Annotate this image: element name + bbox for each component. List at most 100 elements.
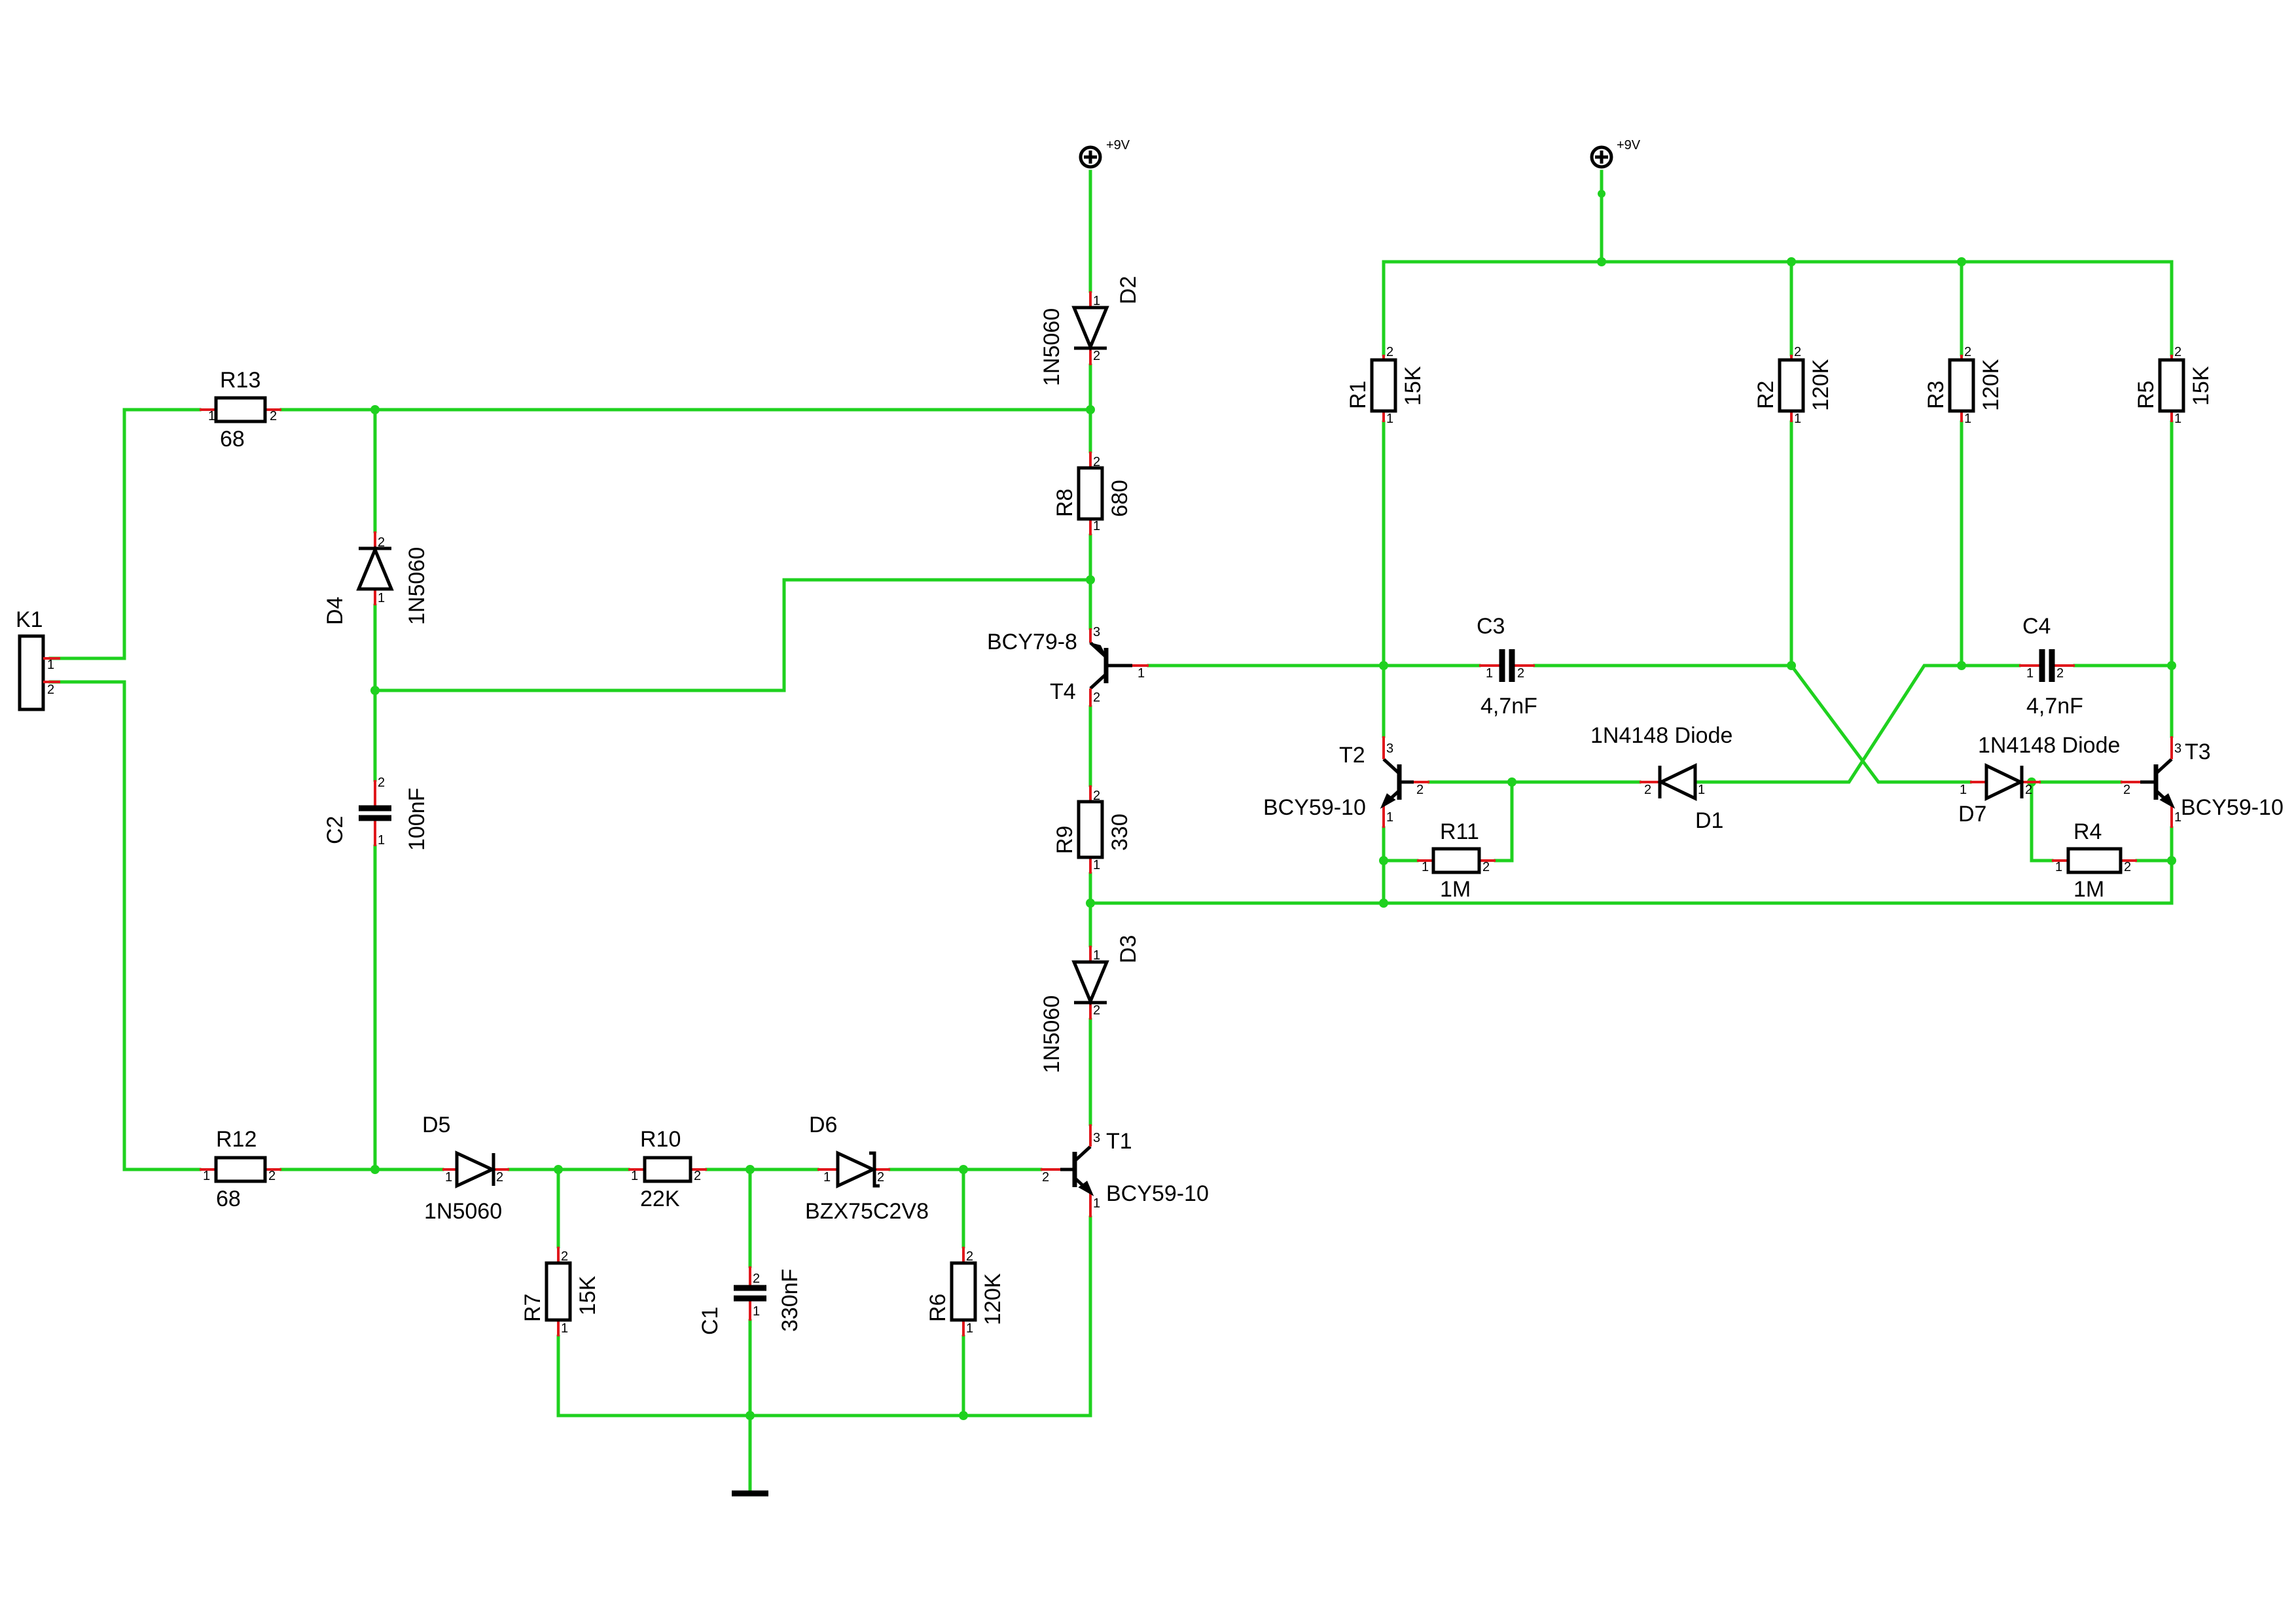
pin-number: 1 xyxy=(1486,666,1493,681)
part-name: D1 xyxy=(1695,808,1723,833)
transistor-t4: BCY79-8 T4 3 2 1 xyxy=(987,625,1149,707)
junction xyxy=(959,1411,968,1420)
pin-number: 2 xyxy=(561,1249,568,1264)
pin-number: 2 xyxy=(2124,860,2131,874)
part-value: 120K xyxy=(1808,359,1833,411)
part-value: 330nF xyxy=(778,1269,802,1332)
junction xyxy=(1957,661,1966,670)
junction xyxy=(1086,405,1095,414)
part-name: C1 xyxy=(698,1307,723,1335)
resistor-r3: R3 120K 2 1 xyxy=(1924,345,2003,426)
pin-number: 1 xyxy=(1093,519,1100,533)
part-name: R6 xyxy=(925,1294,950,1322)
part-value: BZX75C2V8 xyxy=(805,1199,929,1224)
junction xyxy=(959,1165,968,1174)
part-value: 15K xyxy=(575,1275,600,1315)
pin-number: 3 xyxy=(2174,741,2181,756)
part-value: 1N4148 Diode xyxy=(1590,723,1732,748)
pin-number: 2 xyxy=(753,1272,760,1286)
connector-k1: K1 1 2 xyxy=(16,607,60,711)
junction xyxy=(2167,661,2176,670)
pin-number: 1 xyxy=(445,1170,452,1185)
pin-number: 1 xyxy=(2174,810,2181,825)
junction xyxy=(370,1165,380,1174)
pin-number: 1 xyxy=(1422,860,1429,874)
part-name: C4 xyxy=(2022,614,2051,639)
junction xyxy=(1086,899,1095,908)
resistor-r4: R4 1M 1 2 xyxy=(2052,819,2137,902)
part-name: R1 xyxy=(1346,381,1371,409)
pin-number: 1 xyxy=(561,1321,568,1336)
part-value: 22K xyxy=(640,1186,680,1211)
part-name: D2 xyxy=(1116,276,1141,304)
part-value: 1N5060 xyxy=(404,547,429,625)
junction xyxy=(1957,257,1966,266)
junction xyxy=(1598,190,1605,198)
part-value: 1N5060 xyxy=(1039,308,1064,386)
pin-number: 2 xyxy=(2123,783,2130,797)
part-name: D3 xyxy=(1116,935,1141,963)
pin-number: 1 xyxy=(47,658,54,672)
supply-label: +9V xyxy=(1617,138,1641,152)
part-value: 120K xyxy=(1979,359,2003,411)
part-name: R9 xyxy=(1052,826,1077,854)
supply-vcc-left: +9V xyxy=(1079,138,1130,169)
resistor-r10: R10 22K 1 2 xyxy=(628,1127,707,1211)
part-name: R12 xyxy=(216,1127,257,1152)
pin-number: 1 xyxy=(203,1169,210,1183)
part-value: 1N4148 Diode xyxy=(1978,733,2120,758)
pin-number: 2 xyxy=(268,1169,276,1183)
part-name: R4 xyxy=(2073,819,2102,844)
capacitor-c3: C3 4,7nF 1 2 xyxy=(1477,614,1537,719)
diode-d5: D5 1N5060 1 2 xyxy=(422,1113,509,1224)
supply-vcc-right: +9V xyxy=(1590,138,1641,169)
transistor-t2: T2 BCY59-10 3 1 2 xyxy=(1263,736,1429,828)
part-name: D5 xyxy=(422,1113,450,1137)
junction xyxy=(1086,575,1095,584)
diode-d4: D4 1N5060 2 1 xyxy=(323,531,429,625)
junction xyxy=(745,1411,755,1420)
part-value: 15K xyxy=(2189,366,2214,406)
diode-d6: D6 BZX75C2V8 1 2 xyxy=(805,1113,929,1224)
part-value: BCY79-8 xyxy=(987,630,1077,654)
pin-number: 2 xyxy=(2025,783,2032,797)
supply-symbol-icon xyxy=(1590,145,1613,169)
diode-d2: D2 1N5060 1 2 xyxy=(1039,276,1141,386)
part-value: 68 xyxy=(216,1186,241,1211)
pin-number: 2 xyxy=(47,683,54,697)
junction xyxy=(1597,257,1606,266)
pin-number: 1 xyxy=(1386,810,1393,825)
pin-number: 2 xyxy=(1644,783,1651,797)
pin-number: 2 xyxy=(1042,1170,1049,1185)
pin-number: 2 xyxy=(966,1249,973,1264)
part-value: 1M xyxy=(2073,877,2104,902)
pin-number: 2 xyxy=(1093,1003,1100,1018)
pin-number: 1 xyxy=(1698,783,1705,797)
junction xyxy=(745,1165,755,1174)
transistor-t1: T1 BCY59-10 3 1 2 xyxy=(1041,1124,1209,1217)
resistor-r6: R6 120K 2 1 xyxy=(925,1247,1005,1336)
pin-number: 2 xyxy=(877,1170,884,1185)
part-value: BCY59-10 xyxy=(1263,795,1366,820)
junction xyxy=(1379,899,1388,908)
part-name: R7 xyxy=(520,1294,545,1322)
pin-number: 1 xyxy=(1386,412,1393,426)
resistor-r5: R5 15K 2 1 xyxy=(2134,345,2214,426)
pin-number: 1 xyxy=(1138,666,1145,681)
junction xyxy=(554,1165,563,1174)
junction xyxy=(370,686,380,695)
pin-number: 2 xyxy=(1964,345,1971,359)
junction xyxy=(1787,661,1796,670)
part-value: 120K xyxy=(980,1273,1005,1325)
diode-d7: 1N4148 Diode D7 1 2 xyxy=(1958,733,2120,827)
pin-number: 1 xyxy=(631,1169,638,1183)
pin-number: 1 xyxy=(1093,948,1100,963)
junction xyxy=(1787,257,1796,266)
part-name: R5 xyxy=(2134,381,2159,409)
part-name: R13 xyxy=(220,368,260,393)
pin-number: 2 xyxy=(270,409,277,423)
transistor-t3: T3 BCY59-10 3 1 2 xyxy=(2121,736,2284,828)
junction xyxy=(2167,856,2176,865)
pin-number: 2 xyxy=(1416,783,1424,797)
pin-number: 2 xyxy=(1093,455,1100,469)
